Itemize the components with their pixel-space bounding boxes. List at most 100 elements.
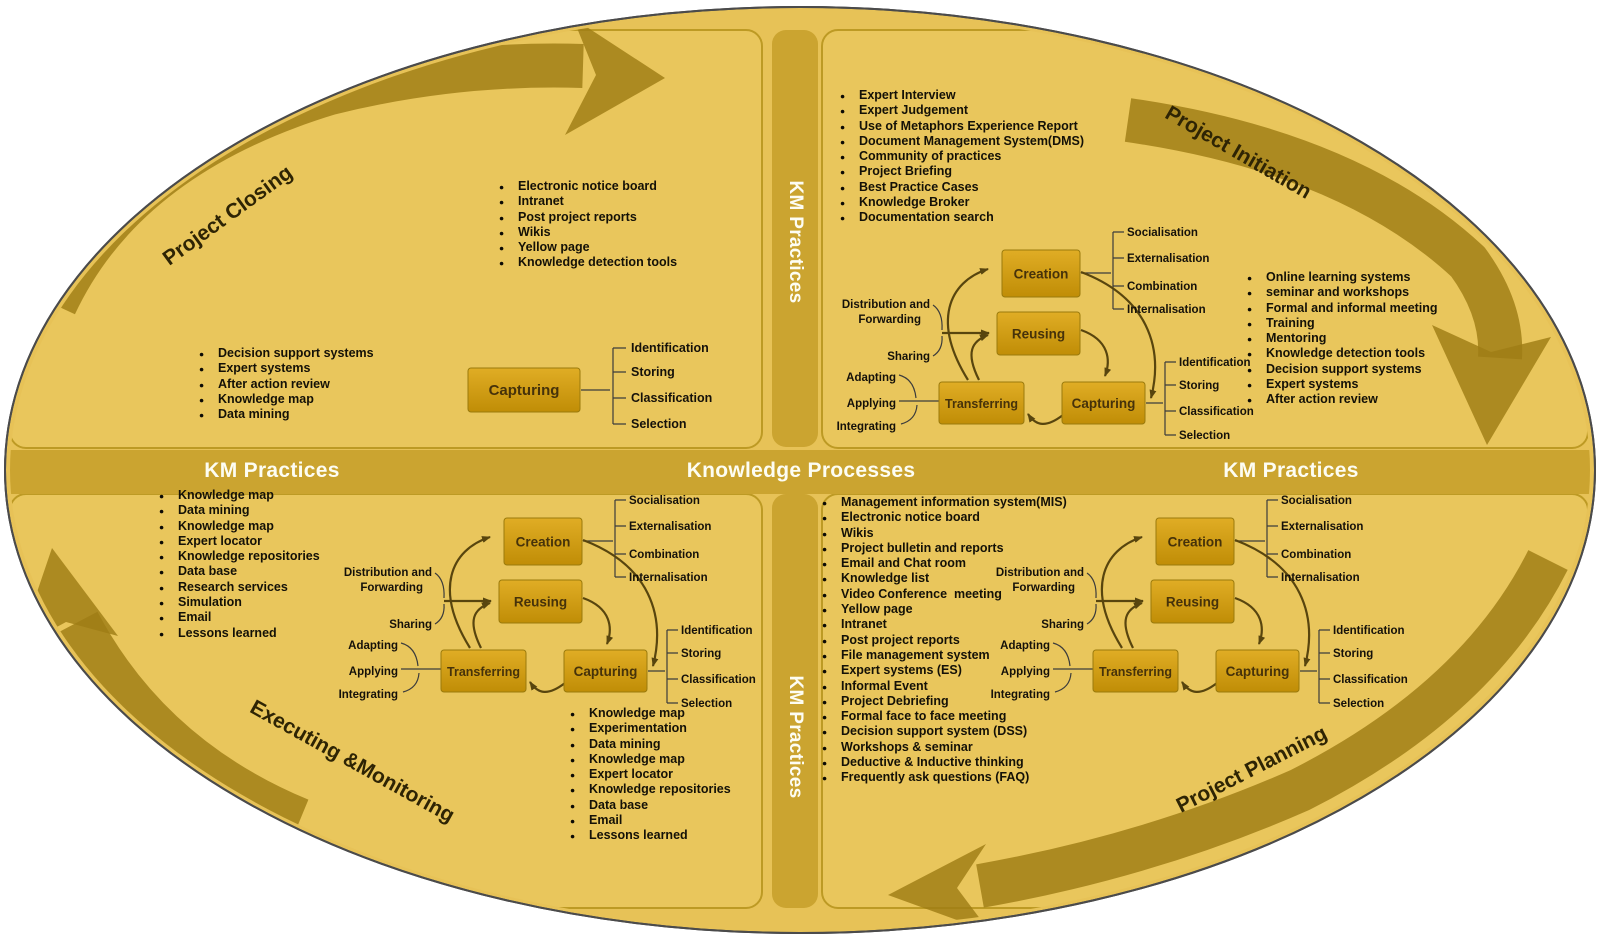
list-item: Use of Metaphors Experience Report (838, 119, 1084, 136)
distribution-forwarding-label: Forwarding (858, 314, 921, 326)
capturing-box (1061, 381, 1146, 425)
arrow-transferring-to-reusing (1124, 601, 1143, 649)
creation-branch-label: Internalisation (1127, 304, 1206, 316)
bracket-lines (581, 347, 626, 425)
transferring-box (938, 381, 1025, 425)
capturing-branch-label: Identification (681, 625, 753, 637)
list-item: Mentoring (1245, 331, 1438, 348)
capturing-box-label: Capturing (1226, 664, 1290, 679)
list-item: Knowledge repositories (157, 549, 320, 566)
arrow-creation-to-capturing (582, 538, 659, 667)
band-title-km-practices-left: KM Practices (204, 459, 340, 482)
list-item: Community of practices (838, 149, 1084, 166)
list-planning-practices: Management information system(MIS)Electr… (820, 495, 1067, 787)
cycle-arrows (942, 267, 1157, 425)
arrow-reusing-to-capturing (582, 596, 614, 645)
list-item: Email and Chat room (820, 556, 1067, 573)
transfer-activity-label: Applying (847, 398, 896, 410)
arrow-reusing-to-capturing (1080, 328, 1112, 377)
creation-branch-label: Internalisation (629, 572, 708, 584)
arrow-transferring-to-creation (946, 267, 989, 381)
creation-branch-label: Combination (1281, 549, 1351, 561)
arrow-transferring-to-creation (1100, 535, 1143, 649)
arrow-transferring-to-reusing (970, 333, 989, 381)
capturing-branch-label: Selection (1179, 430, 1230, 442)
band-title-km-practices-bottom-vertical: KM Practices (785, 675, 806, 799)
arrow-transferring-to-reusing (472, 601, 491, 649)
capturing-branch-label: Identification (631, 341, 709, 355)
list-item: Intranet (497, 194, 677, 211)
capturing-branch-label: Storing (631, 365, 675, 379)
band-title-knowledge-processes: Knowledge Processes (686, 459, 916, 482)
creation-box (1001, 249, 1081, 298)
list-item: Formal face to face meeting (820, 709, 1067, 726)
list-item: Yellow page (820, 602, 1067, 619)
creation-box (1155, 517, 1235, 566)
list-executing-bottom: Knowledge mapExperimentationData miningK… (568, 706, 731, 845)
list-item: Project bulletin and reports (820, 541, 1067, 558)
arrow-capturing-to-transferring (1181, 681, 1218, 693)
arrow-creation-to-capturing (1234, 538, 1311, 667)
list-item: Post project reports (820, 633, 1067, 650)
ring-arrow-bottom-shaft (976, 550, 1568, 908)
list-item: Lessons learned (568, 828, 731, 845)
capturing-box-label: Capturing (489, 382, 560, 399)
list-item: Expert locator (157, 534, 320, 551)
list-item: Documentation search (838, 210, 1084, 227)
list-item: Formal and informal meeting (1245, 301, 1438, 318)
cycle-arrows (444, 535, 659, 693)
list-item: Management information system(MIS) (820, 495, 1067, 512)
vertical-band-bottom (772, 494, 818, 908)
list-item: Wikis (497, 225, 677, 242)
list-item: Yellow page (497, 240, 677, 257)
list-item: Decision support system (DSS) (820, 724, 1067, 741)
creation-branch-label: Socialisation (1127, 227, 1198, 239)
transferring-box-label: Transferring (945, 397, 1018, 411)
list-executing-left: Knowledge mapData miningKnowledge mapExp… (157, 488, 320, 643)
band-title-km-practices-right: KM Practices (1223, 459, 1359, 482)
list-item: Lessons learned (157, 626, 320, 643)
capturing-branch-label: Classification (1333, 674, 1408, 686)
reusing-box (498, 579, 583, 624)
capturing-box (1215, 649, 1300, 693)
list-item: Project Debriefing (820, 694, 1067, 711)
list-item: Data mining (568, 737, 731, 754)
list-item: Wikis (820, 526, 1067, 543)
capturing-box (563, 649, 648, 693)
bracket-lines (898, 231, 1176, 436)
list-item: Data base (568, 798, 731, 815)
list-item: Expert systems (ES) (820, 663, 1067, 680)
creation-branch-label: Combination (1127, 281, 1197, 293)
ring-arrow-left-shaft (58, 611, 309, 841)
list-item: Knowledge repositories (568, 782, 731, 799)
list-item: Knowledge detection tools (497, 255, 677, 272)
capturing-branch-label: Identification (1333, 625, 1405, 637)
arrow-reusing-to-capturing (1234, 596, 1266, 645)
arrow-transferring-to-creation (448, 535, 491, 649)
capturing-branch-label: Classification (631, 391, 712, 405)
list-item: Electronic notice board (820, 510, 1067, 527)
list-item: Data mining (197, 407, 374, 424)
creation-branch-label: Socialisation (629, 495, 700, 507)
list-item: Intranet (820, 617, 1067, 634)
list-item: Research services (157, 580, 320, 597)
capturing-branch-label: Selection (631, 417, 687, 431)
reusing-box-label: Reusing (514, 595, 567, 610)
creation-branch-label: Socialisation (1281, 495, 1352, 507)
distribution-forwarding-label: Distribution and (344, 567, 432, 579)
transferring-box-label: Transferring (447, 665, 520, 679)
list-item: Simulation (157, 595, 320, 612)
creation-box (503, 517, 583, 566)
list-closing-tools: Electronic notice boardIntranetPost proj… (497, 179, 677, 272)
transfer-activity-label: Integrating (339, 689, 398, 701)
list-item: Electronic notice board (497, 179, 677, 196)
list-item: Video Conference meeting (820, 587, 1067, 604)
capturing-branch-label: Storing (1333, 648, 1373, 660)
creation-box-label: Creation (1014, 267, 1069, 282)
list-item: Project Briefing (838, 164, 1084, 181)
capturing-box (467, 367, 581, 413)
list-initiation-practices: Expert InterviewExpert JudgementUse of M… (838, 88, 1084, 227)
transferring-box (440, 649, 527, 693)
